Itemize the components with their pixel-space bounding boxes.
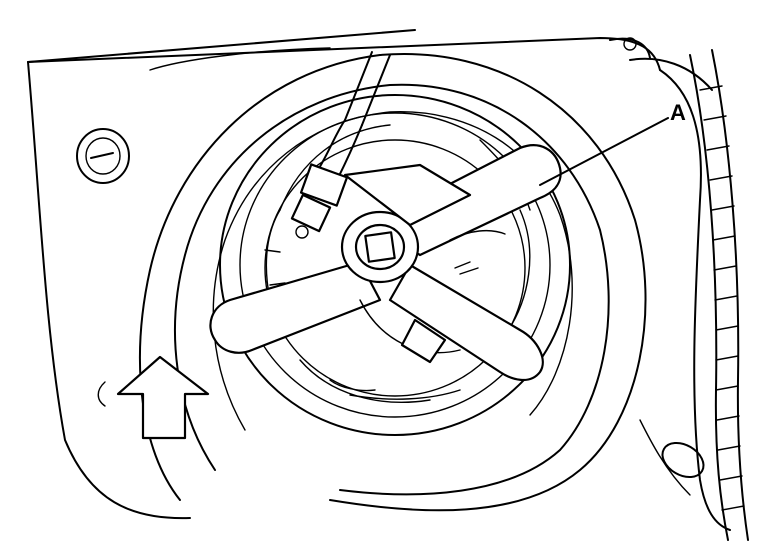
housing-panel [27, 29, 661, 520]
callout-a-label: A [670, 100, 686, 125]
direction-arrow-icon [97, 355, 210, 440]
special-tool-a [209, 144, 562, 381]
wire-harness [290, 51, 391, 239]
inner-ring [219, 94, 571, 436]
mounting-recess [139, 53, 647, 512]
right-side-panel [609, 37, 749, 541]
callout-a-leader [539, 117, 669, 186]
screw-left [76, 128, 130, 184]
